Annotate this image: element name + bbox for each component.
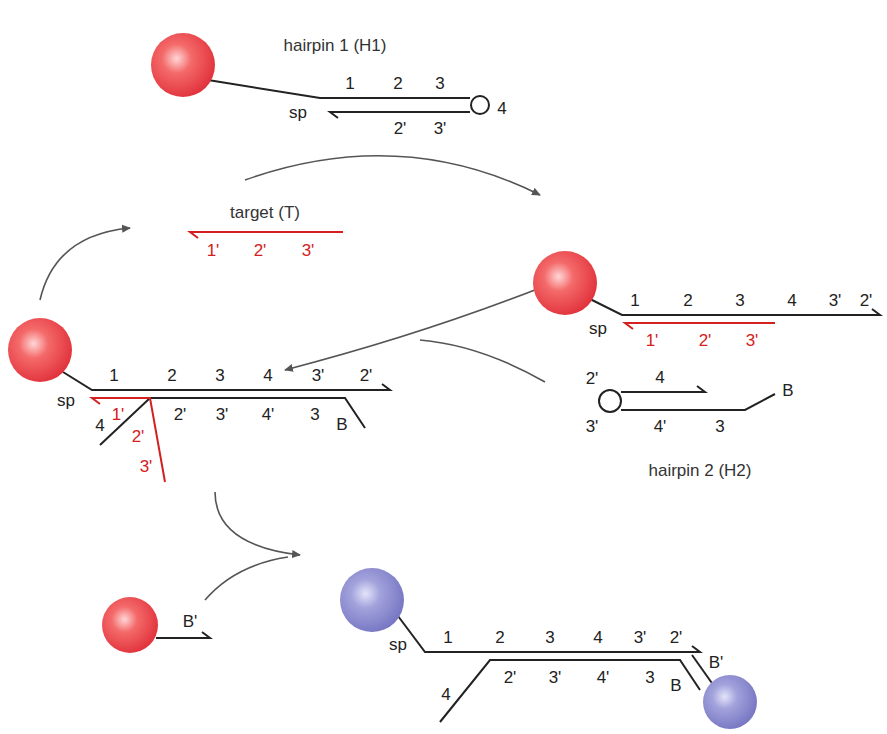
segment-label: 3 (715, 418, 724, 435)
segment-label: 3 (310, 406, 319, 423)
segment-label: 4' (654, 418, 667, 435)
segment-label: 3' (140, 458, 153, 475)
segment-label: 1 (345, 75, 354, 92)
segment-label: sp (57, 392, 75, 409)
dna-strand (208, 80, 470, 98)
segment-label: 3' (434, 120, 447, 137)
segment-label: 2' (699, 332, 712, 349)
segment-label: 2' (860, 292, 873, 309)
dna-strand (156, 632, 210, 638)
process-arrow (245, 156, 540, 195)
bead (533, 251, 597, 315)
segment-label: 3 (215, 367, 224, 384)
process-arrow (420, 340, 545, 382)
segment-label: B (782, 382, 793, 399)
segment-label: 1' (207, 242, 220, 259)
segment-label: 2' (132, 428, 145, 445)
segment-label: 3' (829, 292, 842, 309)
segment-label: 4' (597, 669, 610, 686)
segment-label: 2 (393, 75, 402, 92)
dna-strand (440, 660, 700, 722)
segment-label: 4 (497, 100, 506, 117)
segment-label: 3' (312, 367, 325, 384)
segment-label: 2' (394, 120, 407, 137)
segment-label: 1 (443, 629, 452, 646)
segment-label: 3' (549, 669, 562, 686)
process-arrow (215, 492, 300, 555)
segment-label: 2' (360, 367, 373, 384)
dna-strand (621, 386, 705, 392)
bead (8, 318, 72, 382)
segment-label: B' (183, 613, 198, 630)
bead (340, 568, 404, 632)
segment-label: 1' (646, 332, 659, 349)
segment-label: 1 (109, 367, 118, 384)
segment-label: 2' (504, 669, 517, 686)
segment-label: 3' (746, 332, 759, 349)
segment-label: 4 (593, 629, 602, 646)
segment-label: 4 (263, 367, 272, 384)
segment-label: 2' (586, 370, 599, 387)
segment-label: sp (589, 320, 607, 337)
segment-label: 2 (495, 629, 504, 646)
segment-label: 3' (216, 406, 229, 423)
process-arrow (285, 288, 540, 370)
bead (102, 597, 158, 653)
segment-label: 4' (262, 406, 275, 423)
segment-label: 3 (645, 669, 654, 686)
segment-label: B (670, 677, 681, 694)
segment-label: 3 (735, 292, 744, 309)
segment-label: 2' (670, 629, 683, 646)
segment-label: 3' (302, 242, 315, 259)
species-label: hairpin 1 (H1) (284, 37, 387, 54)
segment-label: 4 (787, 292, 796, 309)
segment-label: 3 (545, 629, 554, 646)
process-arrow (40, 228, 130, 300)
dna-strand (100, 398, 365, 445)
species-label: hairpin 2 (H2) (649, 462, 752, 479)
process-arrow (205, 557, 288, 600)
hairpin-loop (599, 390, 621, 412)
segment-label: 2' (254, 242, 267, 259)
segment-label: 2' (174, 406, 187, 423)
segment-label: 3' (634, 629, 647, 646)
dna-strand (621, 394, 775, 410)
segment-label: 4 (441, 686, 450, 703)
dna-strand (398, 616, 700, 652)
segment-label: B (336, 416, 347, 433)
dna-strand (330, 112, 470, 118)
species-label: target (T) (230, 204, 300, 221)
segment-label: 1 (630, 292, 639, 309)
segment-label: 1' (112, 406, 125, 423)
target-strand (92, 398, 165, 482)
segment-label: sp (289, 104, 307, 121)
segment-label: 4 (95, 417, 104, 434)
segment-label: sp (389, 636, 407, 653)
target-strand (190, 232, 343, 238)
segment-label: 3' (586, 418, 599, 435)
segment-label: B' (709, 654, 724, 671)
segment-label: 2 (683, 292, 692, 309)
segment-label: 4 (655, 369, 664, 386)
bead (703, 675, 757, 729)
segment-label: 2 (167, 367, 176, 384)
target-strand (625, 323, 775, 329)
segment-label: 3 (435, 75, 444, 92)
bead (151, 33, 215, 97)
hairpin-loop (471, 96, 489, 114)
